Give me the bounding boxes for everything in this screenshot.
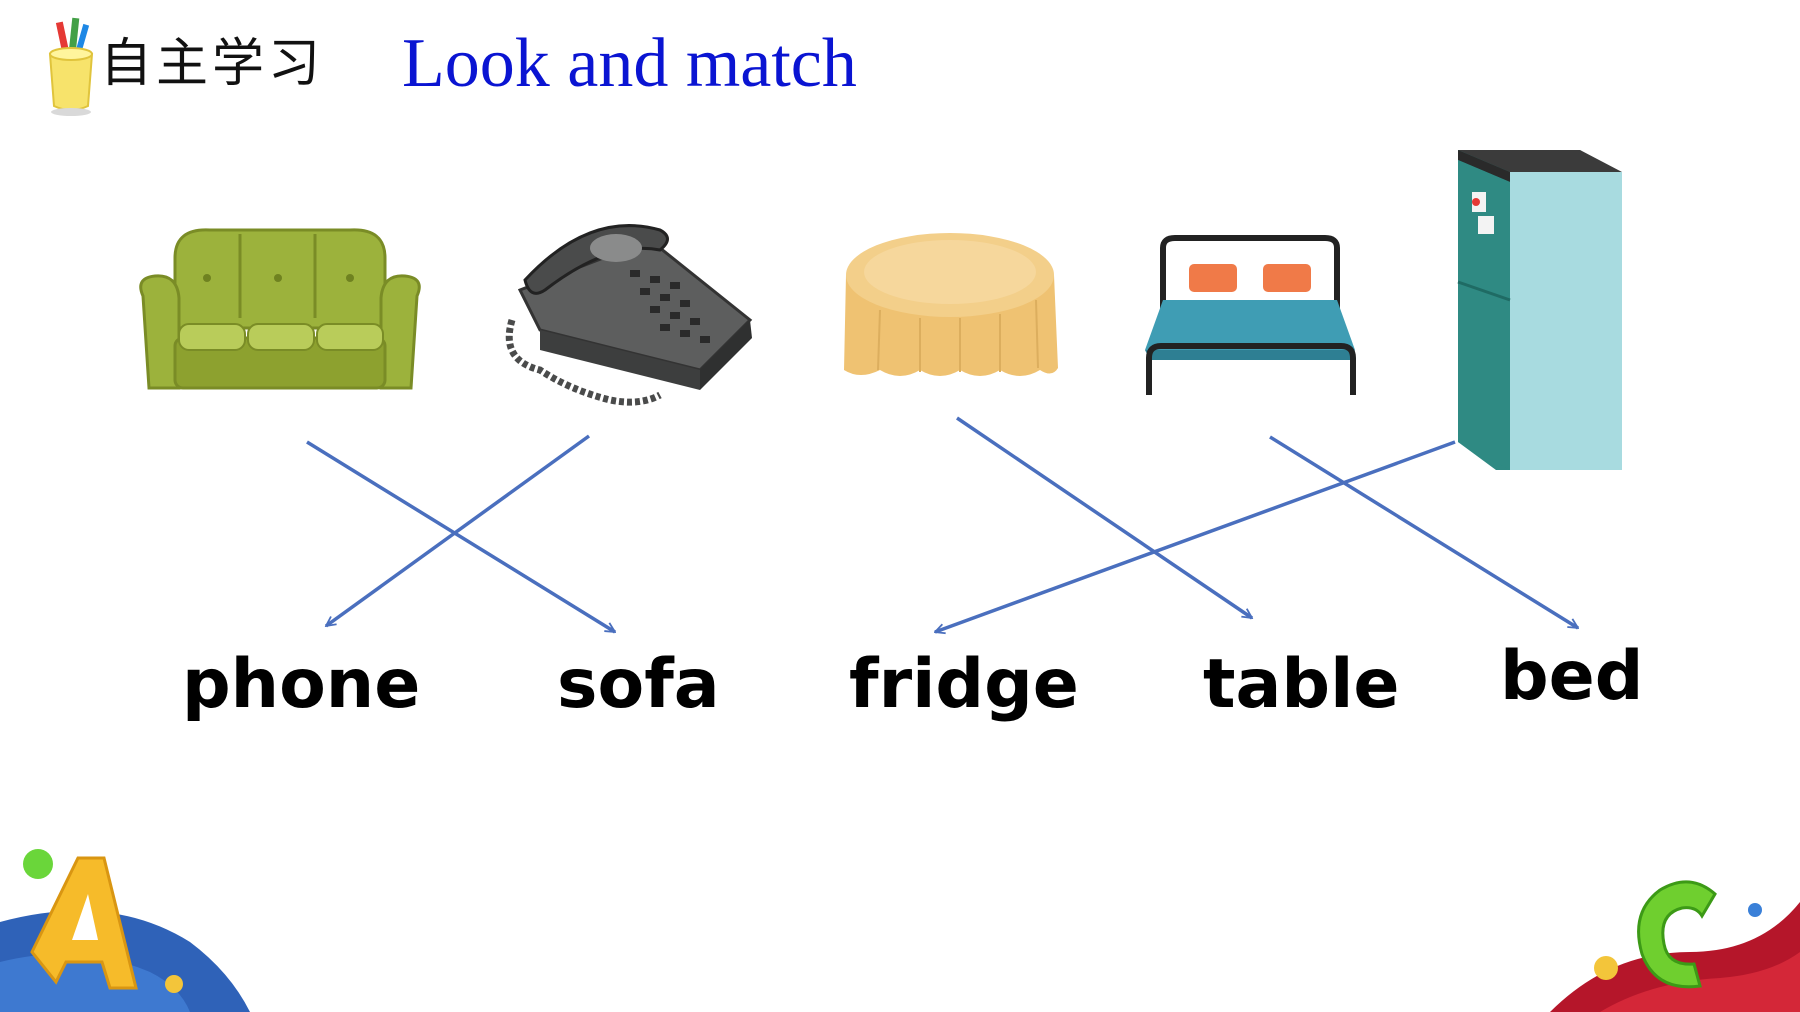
pencil-cup-icon [48, 17, 94, 116]
fridge-picture [1457, 150, 1622, 470]
word-phone: phone [182, 645, 421, 724]
page-title: Look and match [402, 25, 857, 102]
word-sofa: sofa [557, 645, 720, 724]
arrow-bed [1269, 435, 1578, 630]
letter-c-decoration [1550, 880, 1800, 1012]
section-label: 自主学习 [100, 34, 325, 94]
word-bed: bed [1500, 637, 1644, 716]
telephone-picture [505, 224, 753, 406]
arrow-phone [326, 434, 591, 628]
letter-a-decoration [0, 849, 250, 1012]
sofa-picture [139, 228, 421, 390]
table-picture [844, 233, 1058, 376]
arrow-sofa [306, 440, 615, 634]
bed-picture [1145, 235, 1356, 395]
arrow-table [956, 416, 1252, 620]
arrow-fridge [935, 440, 1456, 632]
word-table: table [1203, 645, 1400, 724]
word-fridge: fridge [849, 645, 1079, 724]
